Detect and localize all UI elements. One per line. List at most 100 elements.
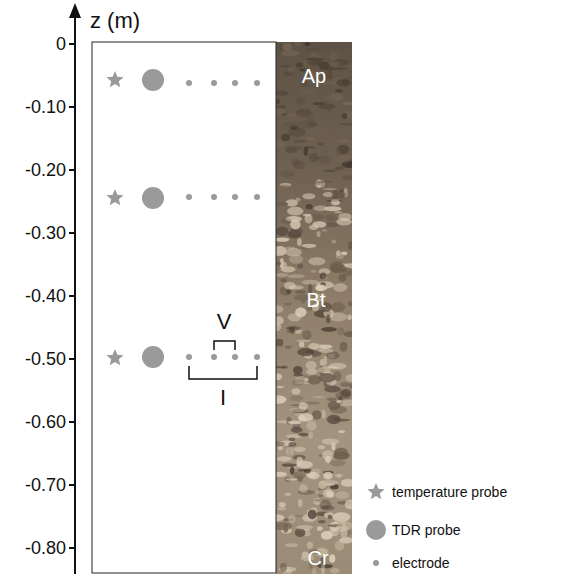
soil-grain (286, 290, 291, 294)
soil-grain (334, 448, 347, 456)
tdr-probe (142, 187, 164, 209)
soil-grain (276, 237, 290, 241)
soil-grain (324, 512, 334, 518)
soil-grain (288, 515, 295, 523)
current-bracket (189, 366, 257, 379)
soil-grain (289, 442, 297, 446)
soil-grain (276, 202, 288, 206)
soil-grain (284, 303, 292, 305)
soil-grain (297, 263, 303, 268)
soil-grain (330, 568, 340, 573)
soil-grain (282, 463, 297, 467)
soil-grain (295, 528, 306, 537)
soil-grain (335, 525, 347, 532)
electrode (186, 354, 192, 360)
soil-grain (309, 153, 319, 162)
voltage-label: V (217, 311, 232, 333)
tick-label: -0.60 (25, 413, 66, 431)
soil-grain (286, 330, 296, 333)
horizon-label: Ap (302, 66, 326, 86)
soil-grain (317, 155, 332, 164)
soil-grain (338, 430, 345, 433)
legend-dot (373, 560, 379, 566)
soil-grain (318, 367, 331, 373)
soil-grain (336, 218, 352, 226)
soil-grain (340, 389, 351, 398)
probe-rows (106, 69, 260, 368)
tick-label: -0.50 (25, 350, 66, 368)
electrode (232, 194, 238, 200)
soil-grain (313, 499, 331, 502)
soil-grain (348, 241, 352, 250)
soil-grain (276, 386, 284, 388)
soil-grain (298, 413, 313, 421)
soil-grain (276, 262, 281, 266)
soil-grain (276, 273, 288, 277)
soil-grain (330, 460, 346, 466)
soil-grain (296, 97, 306, 104)
soil-grain (334, 474, 343, 477)
electrode (232, 80, 238, 86)
soil-grain (335, 155, 351, 164)
soil-grain (340, 111, 352, 120)
soil-grain (308, 510, 317, 519)
soil-grain (277, 507, 287, 510)
soil-grain (322, 438, 339, 444)
soil-grain (277, 185, 291, 194)
soil-grain (289, 255, 303, 264)
soil-grain (305, 49, 322, 51)
soil-grain (297, 238, 302, 246)
soil-grain (317, 231, 321, 237)
soil-grain (306, 204, 313, 209)
soil-grain (333, 371, 341, 381)
soil-grain (345, 180, 352, 184)
soil-grain (290, 467, 294, 475)
soil-grain (316, 490, 333, 495)
soil-grain (343, 102, 352, 105)
soil-grain (312, 568, 316, 574)
soil-grain (321, 506, 335, 511)
depth-axis (69, 3, 81, 574)
soil-grain (282, 50, 300, 57)
soil-grain (276, 373, 282, 380)
soil-grain (282, 43, 292, 51)
soil-grain (289, 438, 296, 442)
soil-grain (295, 290, 306, 294)
soil-grain (333, 419, 347, 422)
soil-grain (281, 279, 287, 282)
soil-grain (322, 410, 326, 418)
soil-grain (332, 67, 349, 70)
soil-grain (335, 491, 349, 499)
electrode (211, 194, 217, 200)
soil-grain (287, 207, 303, 216)
soil-grain (279, 65, 292, 68)
soil-grain (298, 499, 303, 507)
soil-grain (285, 346, 292, 349)
soil-grain (293, 471, 306, 479)
horizon-label: Cr (307, 548, 328, 568)
legend-text: TDR probe (392, 523, 460, 537)
tick-label: -0.20 (25, 161, 66, 179)
soil-grain (312, 396, 324, 398)
soil-grain (305, 137, 316, 141)
soil-grain (329, 52, 338, 61)
soil-grain (276, 142, 285, 147)
soil-grain (340, 342, 348, 352)
soil-grain (306, 369, 317, 375)
soil-grain (322, 188, 337, 190)
soil-grain (311, 54, 316, 56)
soil-grain (320, 273, 327, 280)
tdr-probe (142, 69, 164, 91)
soil-grain (288, 146, 303, 150)
soil-grain (279, 128, 288, 132)
soil-grain (293, 366, 303, 374)
soil-grain (310, 468, 321, 473)
soil-grain (329, 135, 335, 145)
soil-grain (323, 472, 332, 480)
tick-label: 0 (56, 35, 66, 53)
soil-grain (349, 383, 352, 388)
soil-grain (327, 397, 337, 400)
soil-grain (286, 447, 293, 456)
soil-grain (288, 421, 301, 425)
